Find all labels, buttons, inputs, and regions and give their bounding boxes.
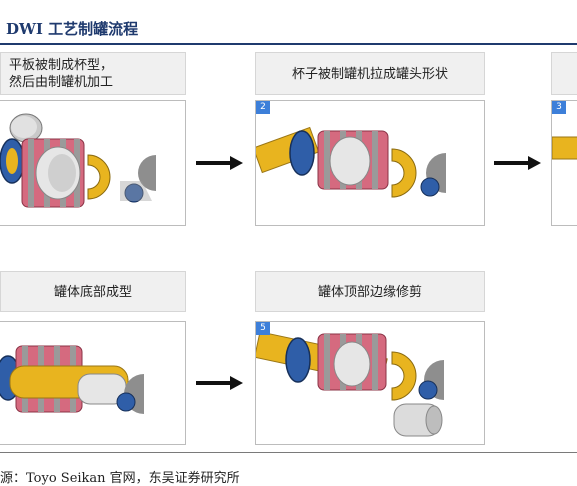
step-2-label: 杯子被制罐机拉成罐头形状 xyxy=(255,52,485,95)
step-4-label-text: 罐体底部成型 xyxy=(53,285,132,300)
page-title: DWI 工艺制罐流程 xyxy=(6,20,139,38)
step-1-label-line-1: 平板被制成杯型， xyxy=(9,58,114,73)
title-divider xyxy=(0,43,577,45)
step-4-label: 罐体底部成型 xyxy=(0,271,186,312)
step-3-label xyxy=(551,52,577,95)
step-2-badge: 2 xyxy=(256,101,270,114)
arrow-right-icon xyxy=(196,156,243,170)
step-2-illustration: 2 xyxy=(255,100,485,226)
footer-divider xyxy=(0,452,577,453)
arrow-right-icon xyxy=(494,156,541,170)
step-3-badge: 3 xyxy=(552,101,566,114)
step-2-label-text: 杯子被制罐机拉成罐头形状 xyxy=(291,67,448,82)
step-5-illustration: 5 xyxy=(255,321,485,445)
step-5-label: 罐体顶部边缘修剪 xyxy=(255,271,485,312)
step-1-illustration xyxy=(0,100,186,226)
source-note: 来源：Toyo Seikan 官网，东吴证券研究所 xyxy=(0,471,240,486)
step-1-label: 平板被制成杯型， 然后由制罐机加工 xyxy=(0,52,186,95)
step-4-illustration xyxy=(0,321,186,445)
step-5-badge: 5 xyxy=(256,322,270,335)
arrow-right-icon xyxy=(196,376,243,390)
step-3-illustration: 3 xyxy=(551,100,577,226)
step-1-label-line-2: 然后由制罐机加工 xyxy=(9,75,114,90)
step-5-label-text: 罐体顶部边缘修剪 xyxy=(317,285,422,300)
